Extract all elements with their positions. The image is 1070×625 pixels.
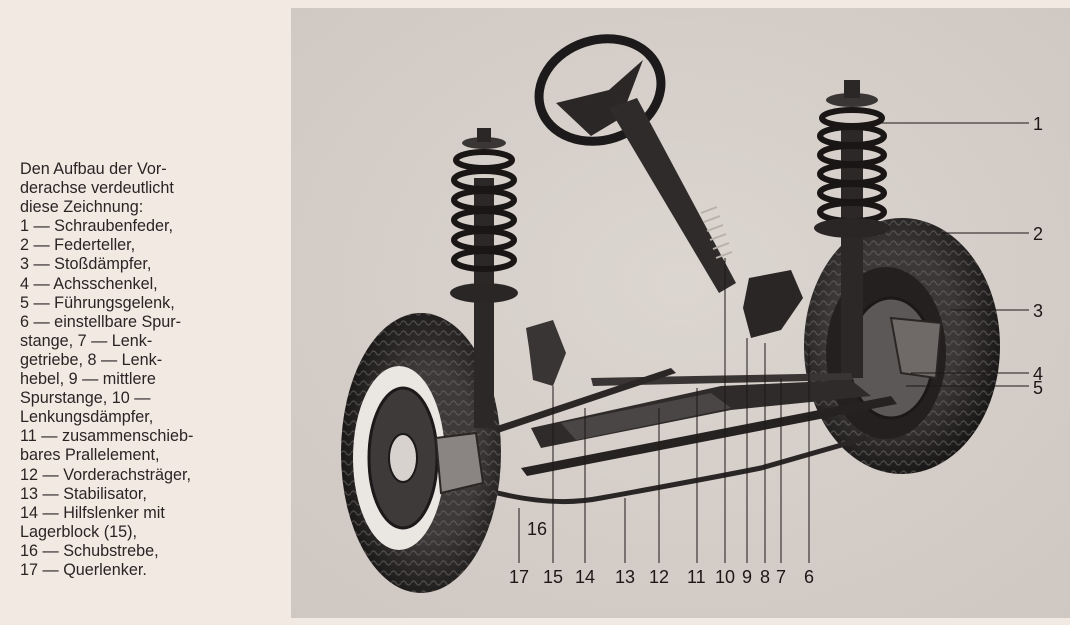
- caption-line: Lagerblock (15),: [20, 522, 137, 541]
- callout-14: 14: [575, 567, 595, 587]
- steering-gearbox: [743, 270, 803, 338]
- callouts-right: 1 2 3 4 5: [1033, 114, 1043, 398]
- right-strut: [814, 80, 943, 380]
- caption-line: diese Zeichnung:: [20, 198, 144, 217]
- caption-line: hebel, 9 — mittlere: [20, 370, 156, 389]
- callout-7: 7: [776, 567, 786, 587]
- callout-11: 11: [687, 567, 706, 587]
- callout-17: 17: [509, 567, 529, 587]
- caption-line: Spurstange, 10 —: [20, 389, 151, 408]
- steering-wheel: [534, 34, 666, 146]
- caption-line: 6 — einstellbare Spur-: [20, 312, 182, 331]
- caption-line: 13 — Stabilisator,: [20, 484, 147, 503]
- steering-assembly: [534, 34, 803, 338]
- callout-8: 8: [760, 567, 770, 587]
- caption-line: 3 — Stoßdämpfer,: [20, 255, 152, 274]
- caption-line: stange, 7 — Lenk-: [20, 331, 153, 350]
- front-axle-illustration: 1 2 3 4 5 16 17 15 14 13 12 11 10 9 8 7 …: [291, 8, 1070, 618]
- caption-line: Lenkungsdämpfer,: [20, 408, 154, 427]
- caption-line: 1 — Schraubenfeder,: [20, 217, 173, 236]
- stabilizer-bar: [485, 435, 867, 505]
- callout-9: 9: [742, 567, 752, 587]
- left-strut: [450, 128, 518, 428]
- left-wheel: [341, 313, 501, 593]
- bearing-block: [526, 320, 566, 386]
- callout-2: 2: [1033, 224, 1043, 244]
- callout-12: 12: [649, 567, 669, 587]
- caption-legend: Den Aufbau der Vor- derachse verdeutlich…: [20, 160, 250, 580]
- caption-line: 14 — Hilfslenker mit: [20, 503, 165, 522]
- caption-line: 16 — Schubstrebe,: [20, 541, 159, 560]
- caption-line: 4 — Achsschenkel,: [20, 274, 158, 293]
- callout-5: 5: [1033, 378, 1043, 398]
- caption-line: getriebe, 8 — Lenk-: [20, 350, 163, 369]
- steering-column: [609, 98, 736, 293]
- callout-15: 15: [543, 567, 563, 587]
- caption-line: 2 — Federteller,: [20, 236, 136, 255]
- callout-13: 13: [615, 567, 635, 587]
- callout-1: 1: [1033, 114, 1043, 134]
- callout-10: 10: [715, 567, 735, 587]
- callout-4: 4: [1033, 364, 1043, 384]
- callout-6: 6: [804, 567, 814, 587]
- caption-line: 11 — zusammenschieb-: [20, 427, 194, 446]
- caption-line: Den Aufbau der Vor-: [20, 160, 167, 178]
- caption-line: derachse verdeutlicht: [20, 179, 174, 198]
- callout-3: 3: [1033, 301, 1043, 321]
- callouts-bottom: 17 15 14 13 12 11 10 9 8 7 6: [509, 567, 814, 587]
- caption-line: 12 — Vorderachsträger,: [20, 465, 191, 484]
- leader-lines: [518, 122, 1029, 563]
- callout-16: 16: [527, 519, 547, 539]
- caption-line: bares Prallelement,: [20, 446, 160, 465]
- caption-line: 17 — Querlenker.: [20, 560, 147, 579]
- caption-line: 5 — Führungsgelenk,: [20, 293, 175, 312]
- front-axle-carrier: [485, 320, 897, 505]
- steering-damper-spring: [700, 206, 733, 259]
